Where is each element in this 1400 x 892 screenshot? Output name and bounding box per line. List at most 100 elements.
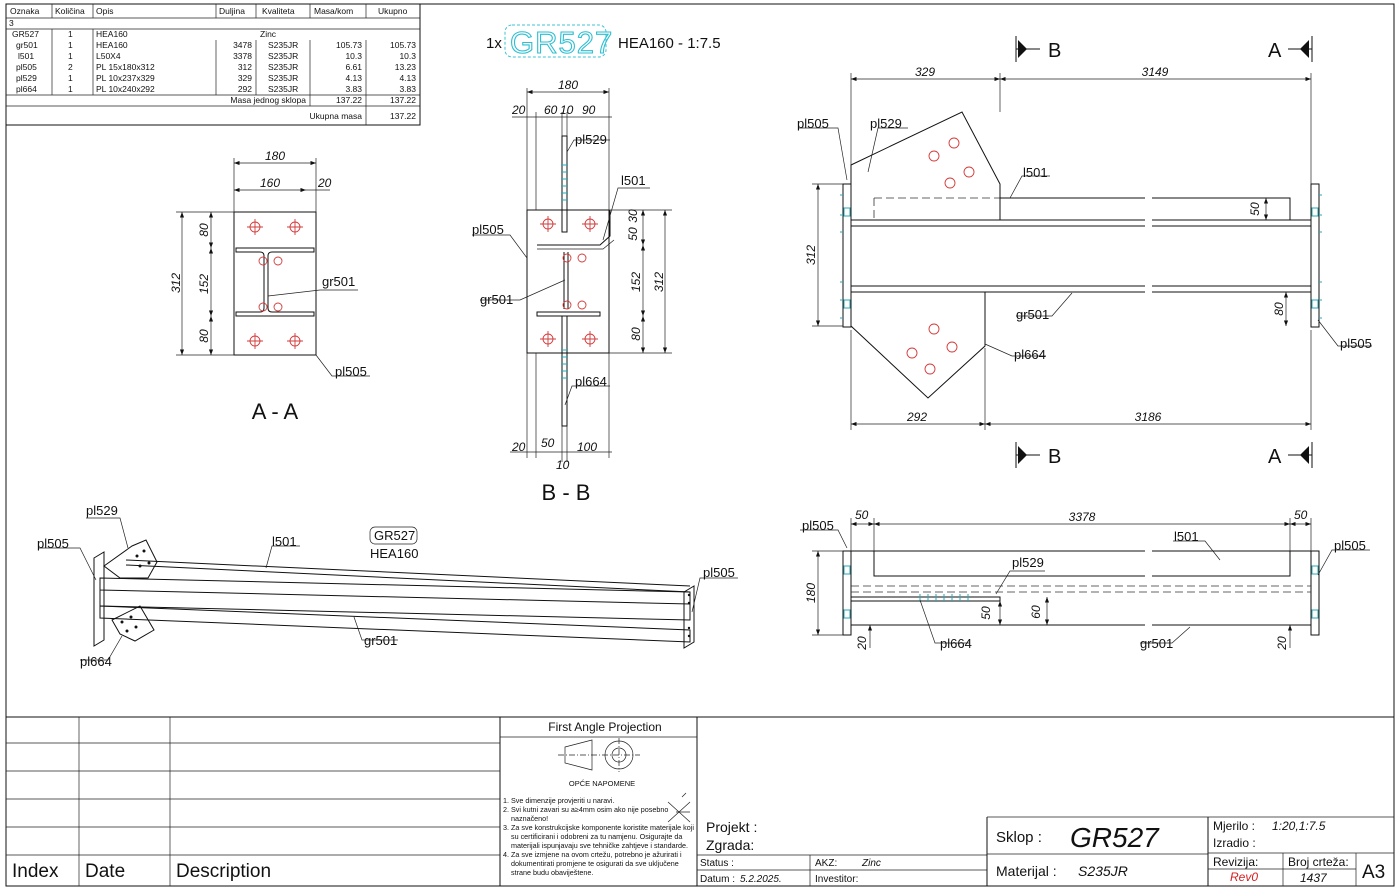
first-angle-projection-icon	[558, 738, 640, 772]
revizija-label: Revizija:	[1213, 855, 1258, 869]
label-iso-pl505-right: pl505	[703, 565, 735, 580]
bom-subtotal-total: 137.22	[390, 95, 416, 105]
bom-row: pl529 1 PL 10x237x329 329 S235JR 4.13 4.…	[16, 73, 416, 83]
label-plan-pl664: pl664	[940, 636, 972, 651]
svg-text:3478: 3478	[233, 40, 252, 50]
materijal-label: Materijal :	[996, 863, 1057, 879]
assembly-tag-box	[504, 24, 607, 58]
label-bb-pl664: pl664	[575, 374, 607, 389]
bom-header-mass: Masa/kom	[314, 6, 353, 16]
isometric-view: GR527 HEA160 pl529 pl505 l501 pl505 gr50…	[37, 503, 738, 669]
svg-text:1: 1	[68, 51, 73, 61]
mjerilo-label: Mjerilo :	[1213, 819, 1255, 833]
dim-bb-312: 312	[652, 272, 666, 292]
note-line: materijali ispunjavaju sve tehničke zaht…	[511, 841, 688, 850]
svg-text:329: 329	[238, 73, 252, 83]
dim-plan-60: 60	[1029, 605, 1043, 619]
bom-row: l501 1 L50X4 3378 S235JR 10.3 10.3	[18, 51, 416, 61]
svg-text:S235JR: S235JR	[268, 40, 298, 50]
label-elev-pl505-left: pl505	[797, 116, 829, 131]
bom-header-length: Duljina	[219, 6, 245, 16]
svg-text:312: 312	[238, 62, 252, 72]
bom-row: gr501 1 HEA160 3478 S235JR 105.73 105.73	[16, 40, 416, 50]
label-elev-l501: l501	[1023, 165, 1048, 180]
svg-text:S235JR: S235JR	[268, 62, 298, 72]
label-elev-pl664: pl664	[1014, 347, 1046, 362]
svg-text:105.73: 105.73	[336, 40, 362, 50]
svg-text:2: 2	[68, 62, 73, 72]
status-label: Status :	[700, 858, 734, 869]
dim-elev-329: 329	[915, 65, 935, 79]
section-bb-title: B - B	[542, 480, 591, 505]
datum-label: Datum :	[700, 874, 735, 885]
svg-text:pl529: pl529	[16, 73, 37, 83]
label-bb-l501: l501	[621, 173, 646, 188]
label-iso-l501: l501	[272, 534, 297, 549]
svg-text:292: 292	[238, 84, 252, 94]
bom-row: pl664 1 PL 10x240x292 292 S235JR 3.83 3.…	[16, 84, 416, 94]
note-line: naznačeno!	[511, 814, 548, 823]
label-bb-pl505: pl505	[472, 222, 504, 237]
note-line: 1. Sve dimenzije provjeriti u naravi.	[503, 796, 614, 805]
dim-elev-80: 80	[1272, 302, 1286, 316]
marker-b-bottom: B	[1048, 446, 1061, 468]
label-bb-pl529: pl529	[575, 132, 607, 147]
datum-value: 5.2.2025.	[740, 874, 782, 885]
marker-a-bottom: A	[1268, 446, 1282, 468]
label-aa-gr501: gr501	[322, 274, 355, 289]
dim-elev-3149: 3149	[1142, 65, 1169, 79]
svg-text:105.73: 105.73	[390, 40, 416, 50]
svg-text:HEA160: HEA160	[96, 40, 128, 50]
label-iso-pl529: pl529	[86, 503, 118, 518]
note-line: su certificirani i odobreni za tu namjen…	[511, 832, 682, 841]
bom-row: pl505 2 PL 15x180x312 312 S235JR 6.61 13…	[16, 62, 416, 72]
bom-subtotal-mass: 137.22	[336, 95, 362, 105]
dim-bb-180: 180	[558, 78, 578, 92]
bom-header-total: Ukupno	[378, 6, 408, 16]
elevation-view: B A B A	[797, 36, 1372, 468]
iso-tag-box	[369, 526, 418, 545]
drawing-header: 1x GR527 HEA160 - 1:7.5	[486, 24, 721, 60]
dim-bb-50: 50	[626, 227, 640, 241]
dim-aa-20: 20	[317, 176, 332, 190]
dim-bb-30: 30	[626, 209, 640, 223]
label-plan-pl505-right: pl505	[1334, 538, 1366, 553]
rev-header-index: Index	[12, 861, 59, 882]
label-iso-pl505-left: pl505	[37, 536, 69, 551]
note-line: 3. Za sve konstrukcijske komponente kori…	[503, 823, 694, 832]
mjerilo-value: 1:20,1:7.5	[1272, 819, 1326, 833]
dim-bb-152: 152	[629, 272, 643, 292]
dim-bb-20: 20	[511, 103, 526, 117]
dim-aa-180: 180	[265, 149, 285, 163]
iso-tag: GR527	[374, 528, 415, 543]
marker-a-top: A	[1268, 40, 1282, 62]
svg-text:PL 10x237x329: PL 10x237x329	[96, 73, 155, 83]
label-elev-gr501: gr501	[1016, 307, 1049, 322]
svg-text:4.13: 4.13	[399, 73, 416, 83]
dim-plan-50-left: 50	[855, 508, 869, 522]
dim-aa-152: 152	[197, 274, 211, 294]
bom-header-qty: Količina	[55, 6, 85, 16]
svg-text:S235JR: S235JR	[268, 73, 298, 83]
svg-text:S235JR: S235JR	[268, 84, 298, 94]
izradio-label: Izradio :	[1213, 836, 1256, 850]
bom-assembly-desc: HEA160	[96, 29, 128, 39]
label-elev-pl505-right: pl505	[1340, 336, 1372, 351]
svg-text:10.3: 10.3	[345, 51, 362, 61]
sklop-value: GR527	[1070, 822, 1160, 853]
plan-view: 50 3378 50 180 50 60 20 20 pl505 l501 pl…	[800, 508, 1370, 651]
label-plan-pl529: pl529	[1012, 555, 1044, 570]
bom-total-label: Ukupna masa	[310, 111, 363, 121]
bom-assembly-finish: Zinc	[260, 29, 277, 39]
rev-header-date: Date	[85, 861, 125, 882]
dim-bb-90: 90	[582, 103, 596, 117]
materijal-value: S235JR	[1078, 863, 1128, 879]
notes-title: OPĆE NAPOMENE	[569, 779, 635, 788]
svg-text:l501: l501	[18, 51, 34, 61]
projekt-label: Projekt :	[706, 819, 757, 835]
dim-bb-bottom-100: 100	[577, 440, 597, 454]
sheet-border	[5, 3, 1395, 887]
section-aa-title: A - A	[252, 399, 299, 424]
dim-elev-312: 312	[804, 245, 818, 265]
broj-crteza-label: Broj crteža:	[1288, 855, 1349, 869]
